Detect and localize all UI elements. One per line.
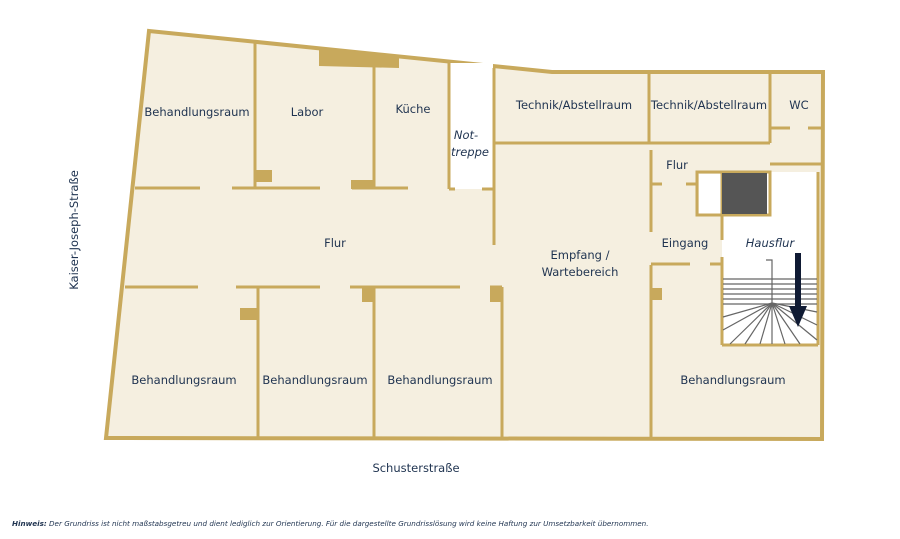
room-eingang: Eingang bbox=[662, 236, 709, 250]
walls bbox=[125, 42, 822, 438]
room-technik-1: Technik/Abstellraum bbox=[515, 98, 632, 112]
note-label: Hinweis: bbox=[12, 519, 47, 528]
room-wc: WC bbox=[789, 98, 808, 112]
nottreppe-area bbox=[449, 63, 493, 189]
arrow-down-icon bbox=[789, 253, 807, 327]
elevator-shaft bbox=[722, 173, 767, 214]
room-behandlungsraum-3: Behandlungsraum bbox=[262, 373, 367, 387]
room-behandlungsraum-2: Behandlungsraum bbox=[131, 373, 236, 387]
room-hausflur: Hausflur bbox=[746, 236, 796, 250]
room-empfang-line2: Wartebereich bbox=[542, 265, 619, 279]
street-left: Kaiser-Joseph-Straße bbox=[67, 170, 81, 290]
street-bottom: Schusterstraße bbox=[372, 461, 459, 475]
room-nottreppe-line2: treppe bbox=[451, 145, 489, 159]
room-behandlungsraum-4: Behandlungsraum bbox=[387, 373, 492, 387]
lift-side-area bbox=[699, 174, 721, 214]
disclaimer-note: Hinweis: Der Grundriss ist nicht maßstab… bbox=[12, 519, 648, 528]
room-behandlungsraum-5: Behandlungsraum bbox=[680, 373, 785, 387]
wall-blocks bbox=[240, 48, 662, 320]
room-behandlungsraum-1: Behandlungsraum bbox=[144, 105, 249, 119]
room-nottreppe-line1: Not- bbox=[454, 128, 478, 142]
room-flur: Flur bbox=[324, 236, 346, 250]
room-flur-small: Flur bbox=[666, 158, 688, 172]
room-technik-2: Technik/Abstellraum bbox=[650, 98, 767, 112]
staircase[interactable] bbox=[722, 259, 818, 345]
room-labor: Labor bbox=[291, 105, 324, 119]
note-text: Der Grundriss ist nicht maßstabsgetreu u… bbox=[46, 519, 649, 528]
room-empfang-line1: Empfang / bbox=[551, 248, 610, 262]
room-kueche: Küche bbox=[396, 102, 431, 116]
